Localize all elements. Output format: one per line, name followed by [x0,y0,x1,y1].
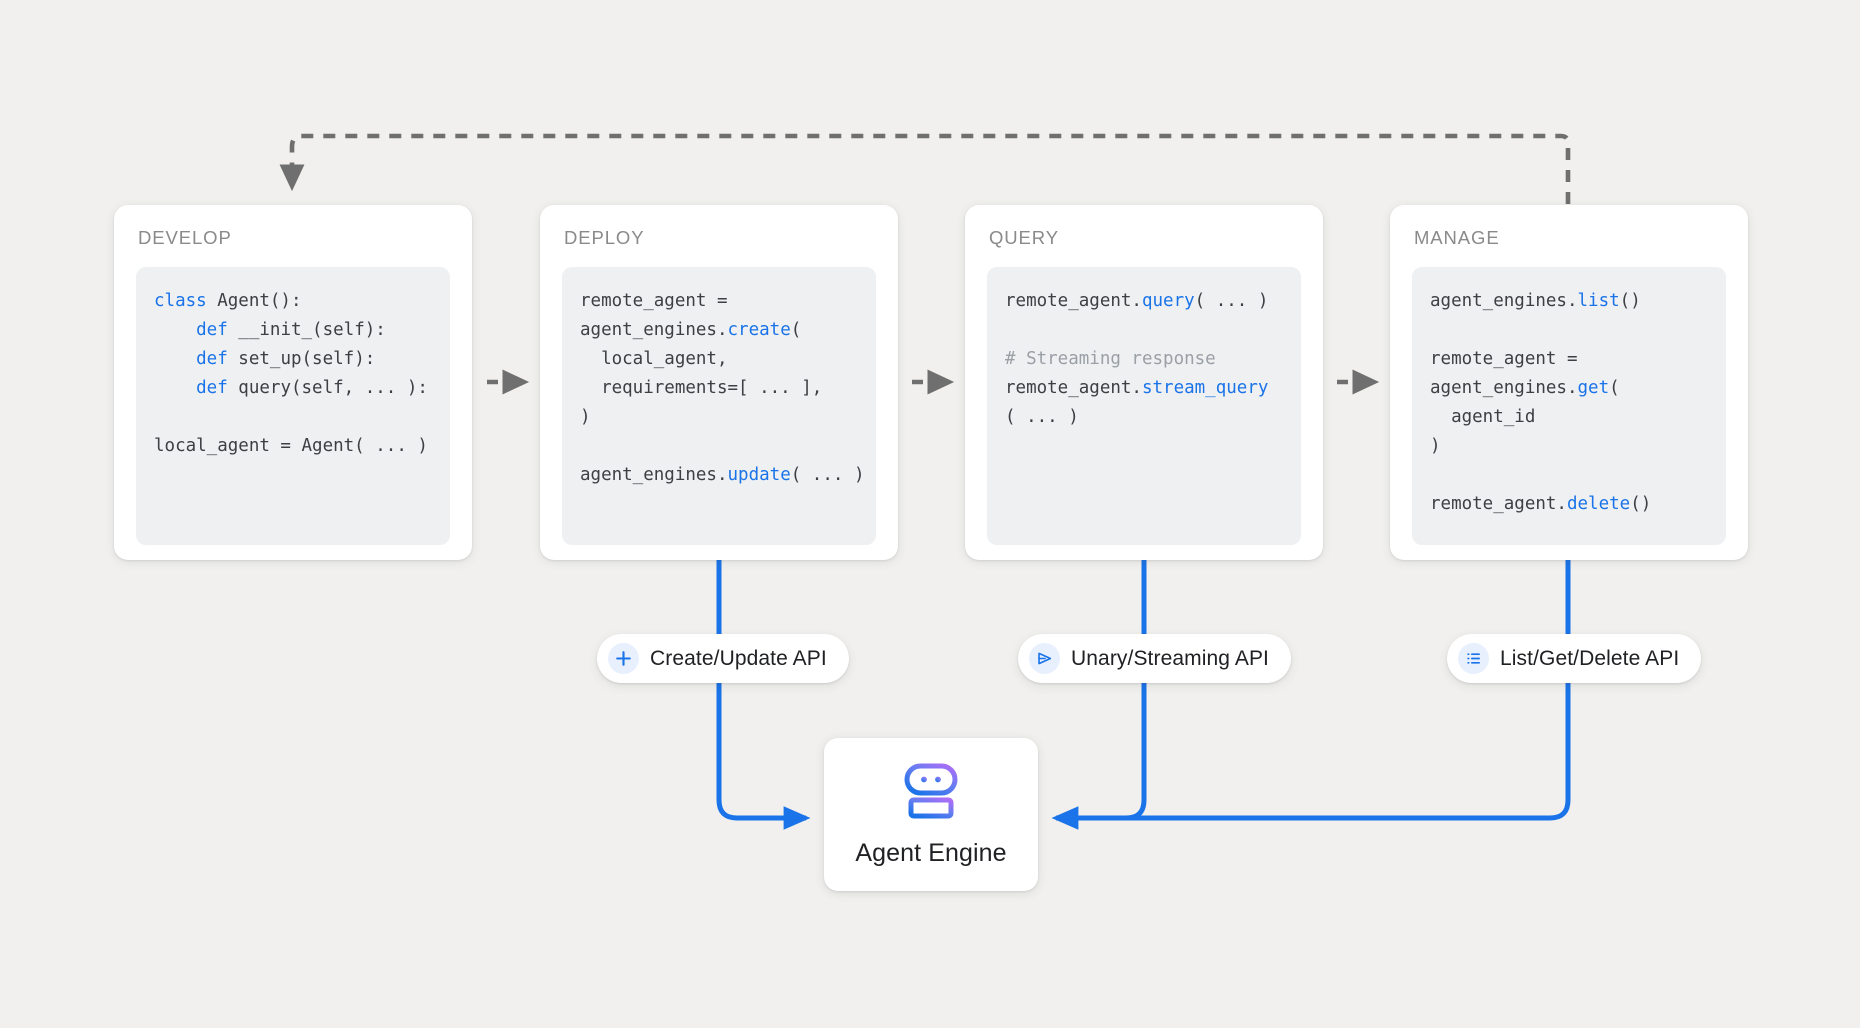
stage-title-deploy: DEPLOY [564,227,645,248]
stage-title-manage: MANAGE [1414,227,1500,248]
send-icon [1029,643,1060,674]
arrow-feedback-manage-to-develop [279,133,1571,204]
api-pill-list-get-delete[interactable]: List/Get/Delete API [1447,634,1702,683]
api-pill-label: Unary/Streaming API [1071,646,1269,670]
list-icon [1458,643,1489,674]
agent-engine-node[interactable]: Agent Engine [824,738,1038,891]
code-block-develop: class Agent(): def __init_(self): def se… [136,267,450,545]
stage-title-develop: DEVELOP [138,227,232,248]
code-block-manage: agent_engines.list() remote_agent = agen… [1412,267,1726,545]
stage-card-manage[interactable]: MANAGE agent_engines.list() remote_agent… [1390,205,1748,560]
code-block-deploy: remote_agent = agent_engines.create( loc… [562,267,876,545]
wire-query-to-agent-engine [1051,560,1147,830]
plus-icon [608,643,639,674]
api-pill-label: List/Get/Delete API [1500,646,1680,670]
robot-icon [900,762,962,825]
api-pill-create-update[interactable]: Create/Update API [597,634,849,683]
agent-engine-label: Agent Engine [855,838,1007,867]
stage-card-query[interactable]: QUERY remote_agent.query( ... ) # Stream… [965,205,1323,560]
api-pill-label: Create/Update API [650,646,827,670]
stage-title-query: QUERY [989,227,1059,248]
stage-card-develop[interactable]: DEVELOP class Agent(): def __init_(self)… [114,205,472,560]
wire-manage-to-agent-engine [1060,560,1571,821]
stage-card-deploy[interactable]: DEPLOY remote_agent = agent_engines.crea… [540,205,898,560]
wire-deploy-to-agent-engine [716,560,811,830]
code-block-query: remote_agent.query( ... ) # Streaming re… [987,267,1301,545]
api-pill-unary-streaming[interactable]: Unary/Streaming API [1018,634,1291,683]
